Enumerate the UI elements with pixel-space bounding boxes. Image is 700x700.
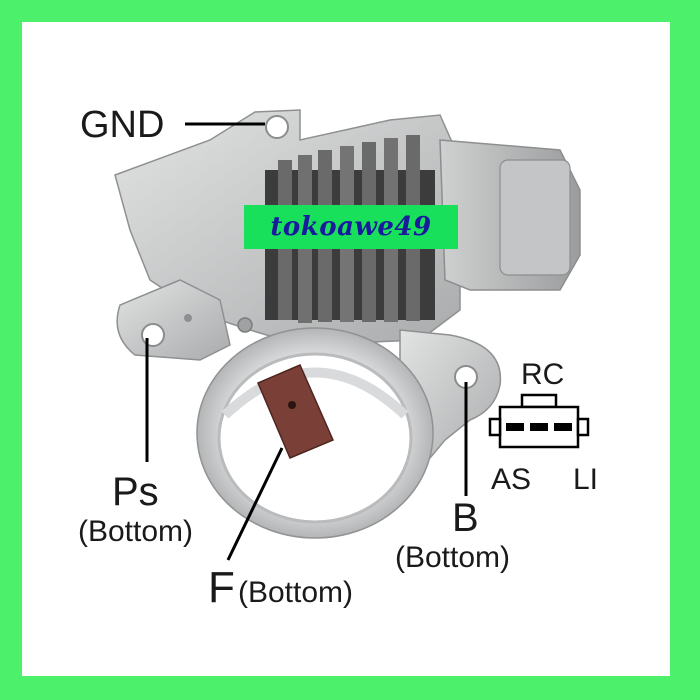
leader-lines [145, 122, 468, 561]
label-rc: RC [521, 358, 565, 391]
label-li: LI [573, 463, 599, 496]
label-as: AS [491, 463, 532, 496]
label-ps-bottom: (Bottom) [78, 515, 194, 548]
label-gnd: GND [80, 104, 165, 146]
f-brush [257, 364, 334, 459]
connector-pinout-icon [488, 393, 590, 449]
watermark: tokoawe49 [244, 205, 458, 249]
label-b-bottom: (Bottom) [395, 541, 511, 574]
label-f-bottom: (Bottom) [238, 576, 354, 609]
label-f: F [208, 563, 235, 612]
connector-plug [439, 139, 581, 291]
label-ps: Ps [112, 470, 159, 514]
watermark-text: tokoawe49 [270, 212, 432, 242]
label-b: B [452, 496, 479, 540]
